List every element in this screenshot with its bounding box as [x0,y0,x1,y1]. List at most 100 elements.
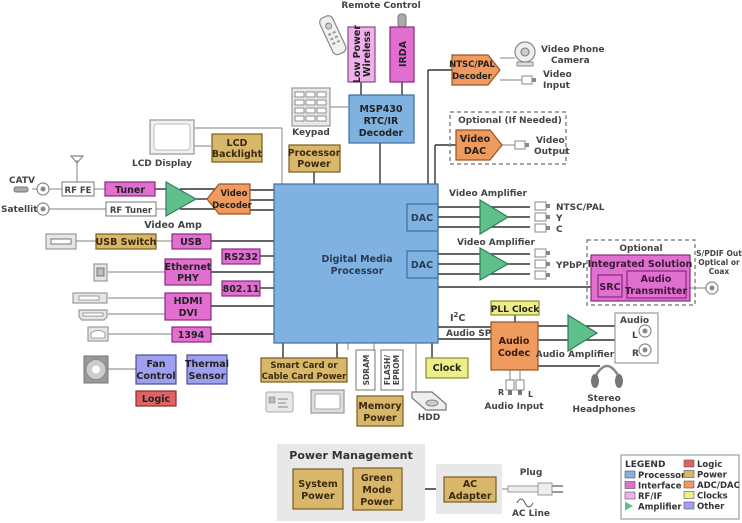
y-output-label: Y [555,214,563,224]
video-input-jack-icon [521,75,536,85]
hdmi-dvi-label-2: DVI [179,308,198,319]
video-output-jack-icon [514,140,529,150]
audio-amplifier-label: Audio Amplifier [536,350,615,360]
usb-label: USB [180,237,202,248]
video-phone-camera-label-1: Video Phone [541,45,604,55]
catv-label: CATV [9,176,35,186]
antenna-icon [69,155,85,164]
legend-item-amplifier: Amplifier [625,501,682,513]
wifi-802-11-label: 802.11 [223,284,260,295]
video-decoder-block: Video Decoder [206,183,253,215]
audio-codec-block: Audio Codec [490,321,539,371]
hdd-icon [411,391,447,411]
video-amp-amplifier-icon [165,180,198,218]
pll-clock-block: PLL Clock [490,300,540,316]
legend-swatch [683,480,695,489]
spdif-coax-connector-icon [705,281,719,295]
dmp-label-1: Digital Media [321,254,392,265]
legend-item-interface: Interface [624,481,682,492]
memory-power-label-1: Memory [358,401,402,412]
ac-adapter-label-1: AC [463,479,477,490]
rf-fe-label: RF FE [65,186,92,196]
satellite-label: Satellite [1,205,44,215]
legend-swatch [683,501,695,510]
legend-item-rf-if: RF/IF [624,491,663,502]
hdmi-dvi-label-1: HDMI [174,296,203,307]
msp430-label-2: RTC/IR [364,116,399,127]
legend-label: Logic [697,460,722,470]
catv-plug-icon [13,186,29,193]
usb-switch-label: USB Switch [96,237,157,248]
c-output-label: C [556,225,563,235]
msp430-label-3: Decoder [359,128,404,139]
spdif-label-3: Coax [709,267,730,276]
ac-plug-icon [507,482,563,496]
rf-tuner-block: RF Tuner [105,201,157,217]
audio-codec-label-1: Audio [499,336,530,347]
firewire-port-icon [87,326,109,342]
power-management-title: Power Management [289,449,412,462]
dmp-label-2: Processor [331,266,384,277]
legend-label: Clocks [697,492,728,502]
keypad-icon [291,87,331,127]
audio-codec-label-2: Codec [498,348,530,359]
hdmi-port-icon [78,309,108,321]
memory-power-block: Memory Power [356,395,404,427]
fan-control-label-1: Fan [146,359,165,370]
legend-swatch [624,481,636,489]
dvi-port-icon [72,292,108,304]
video-amplifier-2-label: Video Amplifier [457,238,535,248]
video-input-label-2: Input [543,81,571,91]
low-power-wireless-label-1: Low Power [352,25,363,83]
legend-label: Other [697,502,725,512]
legend-label: RF/IF [638,492,663,502]
catv-coax-connector-icon [36,182,50,196]
ethernet-port-icon [93,263,108,282]
spdif-label-1: S/PDIF Out [696,249,742,258]
msp430-block: MSP430 RTC/IR Decoder [348,94,415,144]
hdmi-dvi-block: HDMI DVI [164,292,212,321]
legend-swatch [624,491,636,500]
lcd-backlight-label-1: LCD [227,138,248,149]
ntsc-pal-decoder-label-2: Decoder [452,72,493,82]
flash-eprom-block: FLASH/ EPROM [380,349,404,391]
ac-sine-icon [516,498,534,508]
clock-block: Clock [425,357,469,379]
optional-video-dac-group [449,111,567,165]
sdram-label: SDRAM [362,355,371,386]
ac-adapter-label-2: Adapter [448,491,491,502]
lcd-backlight-block: LCD Backlight [211,133,263,163]
smart-card-power-label-1: Smart Card or [270,361,338,371]
audio-transmitter-block: Audio Transmitter [625,270,688,299]
legend-item-processor: Processor [624,470,686,481]
logic-block: Logic [135,390,177,407]
optional-label: Optional [619,244,662,254]
smart-card-power-block: Smart Card or Cable Card Power [260,357,348,383]
legend-swatch [683,470,695,478]
thermal-sensor-label-1: Thermal [185,359,229,370]
rs232-block: RS232 [221,248,261,265]
audio-transmitter-label-2: Transmitter [625,286,688,297]
ethernet-phy-block: Ethernet PHY [164,258,212,286]
legend-swatch [624,470,636,479]
audio-transmitter-label-1: Audio [641,274,672,285]
processor-power-block: Processor Power [288,144,341,173]
ieee1394-block: 1394 [171,326,212,343]
msp430-label-1: MSP430 [359,104,402,115]
hdd-label: HDD [418,413,440,423]
video-decoder-label-2: Decoder [212,201,253,211]
green-mode-power-label-2: Mode [362,485,391,496]
ethernet-phy-label-2: PHY [177,273,199,284]
stereo-headphones-label-2: Headphones [572,405,635,415]
legend-label: Interface [638,482,682,492]
flash-eprom-label-1: FLASH/ [383,355,392,385]
video-amplifier-2-icon [479,246,510,282]
audio-input-label: Audio Input [484,402,544,412]
legend-label: Amplifier [638,503,682,513]
ieee1394-label: 1394 [178,330,205,341]
ntsc-pal-decoder-label-1: NTSC/PAL [449,60,495,70]
audio-input-r-label: R [498,388,504,397]
legend-item-other: Other [683,501,725,512]
smart-card-icon [265,391,294,413]
legend-item-adc-dac: ADC/DAC [683,480,740,491]
